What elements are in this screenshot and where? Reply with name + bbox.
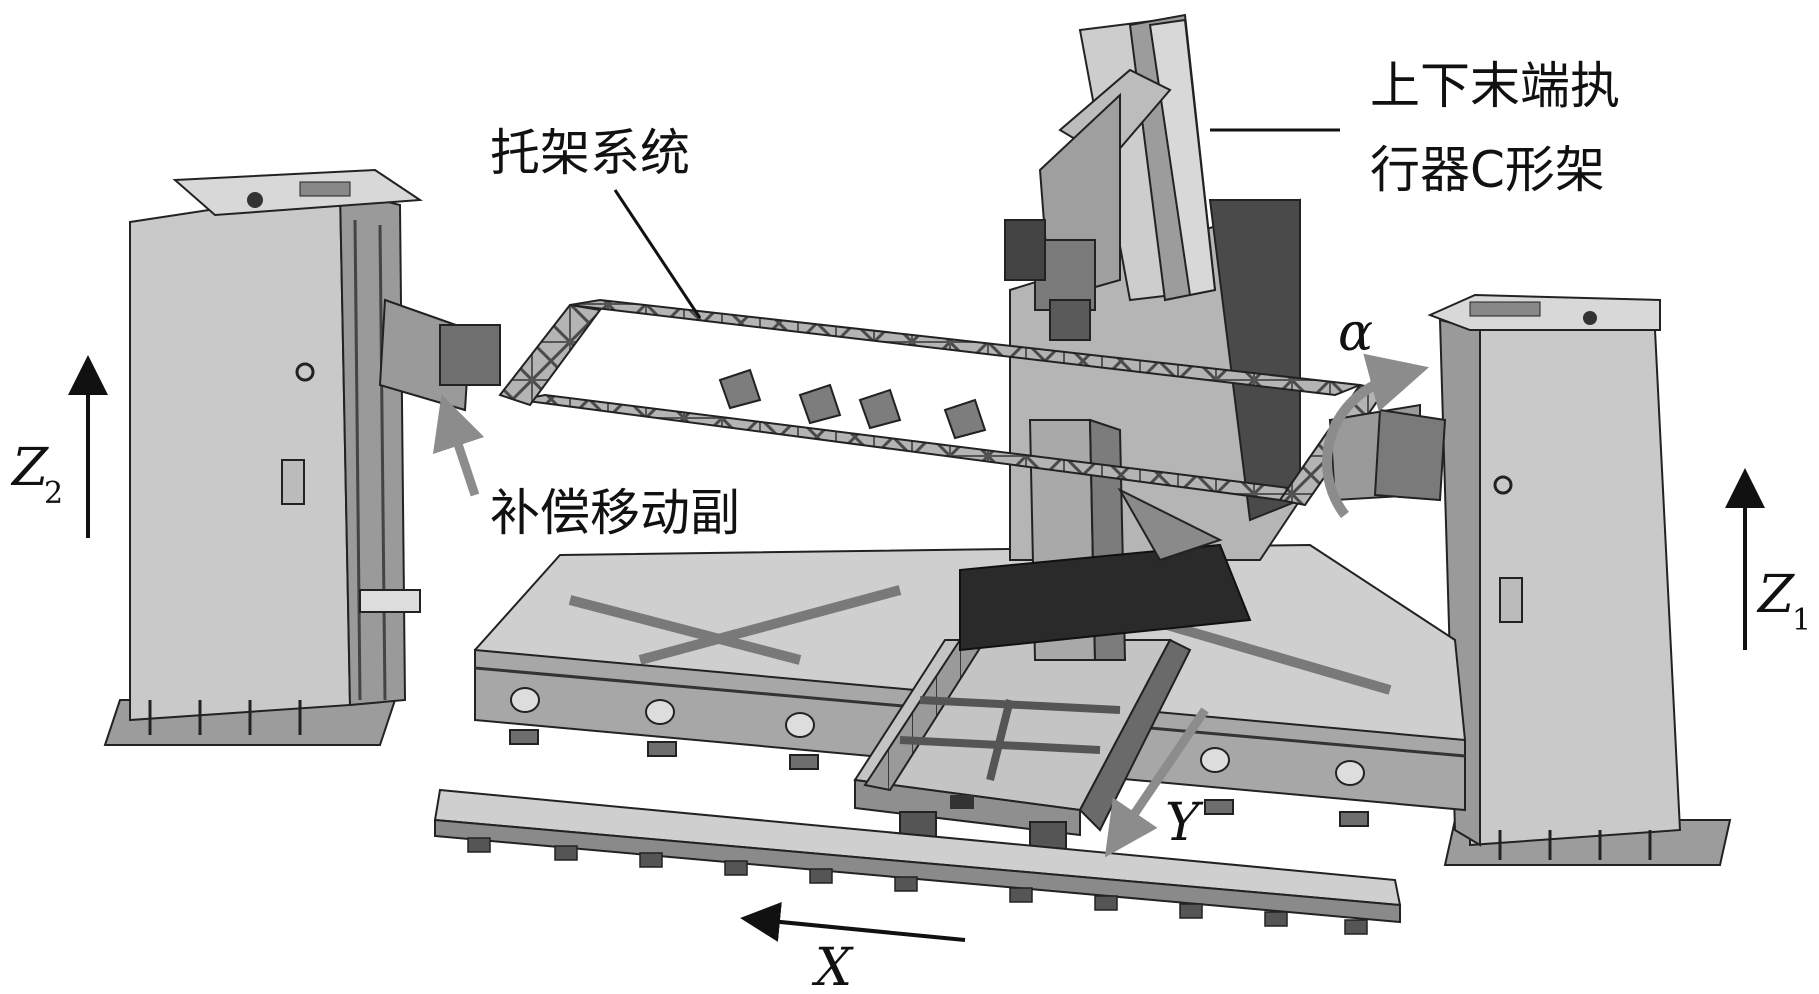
alpha-label: α [1338,303,1373,363]
bracket-system [378,298,1447,507]
compensation-pair-label: 补偿移动副 [490,484,740,542]
x-arrow [740,902,966,942]
c-frame-tower [959,13,1301,661]
z1-axis-subscript: 1 [1792,603,1811,638]
c-frame-label-line1: 上下末端执 [1370,57,1620,115]
compensation-arrow [432,394,485,497]
x-axis-label: X [811,938,854,994]
y-arrow [1104,707,1209,858]
c-frame-label-line2: 行器C形架 [1370,141,1605,199]
left-column [103,168,423,746]
y-carriage [853,638,1192,851]
y-axis-label: Y [1165,793,1204,853]
z1-axis-label: Z [1756,565,1795,625]
bracket-system-leader [613,189,702,319]
x-rail [433,788,1402,935]
bracket-system-label: 托架系统 [490,124,690,182]
right-column [1427,293,1732,866]
alpha-rotation-arrow [1322,353,1429,519]
z2-axis-label: Z [10,438,49,498]
z2-axis-subscript: 2 [44,476,63,511]
